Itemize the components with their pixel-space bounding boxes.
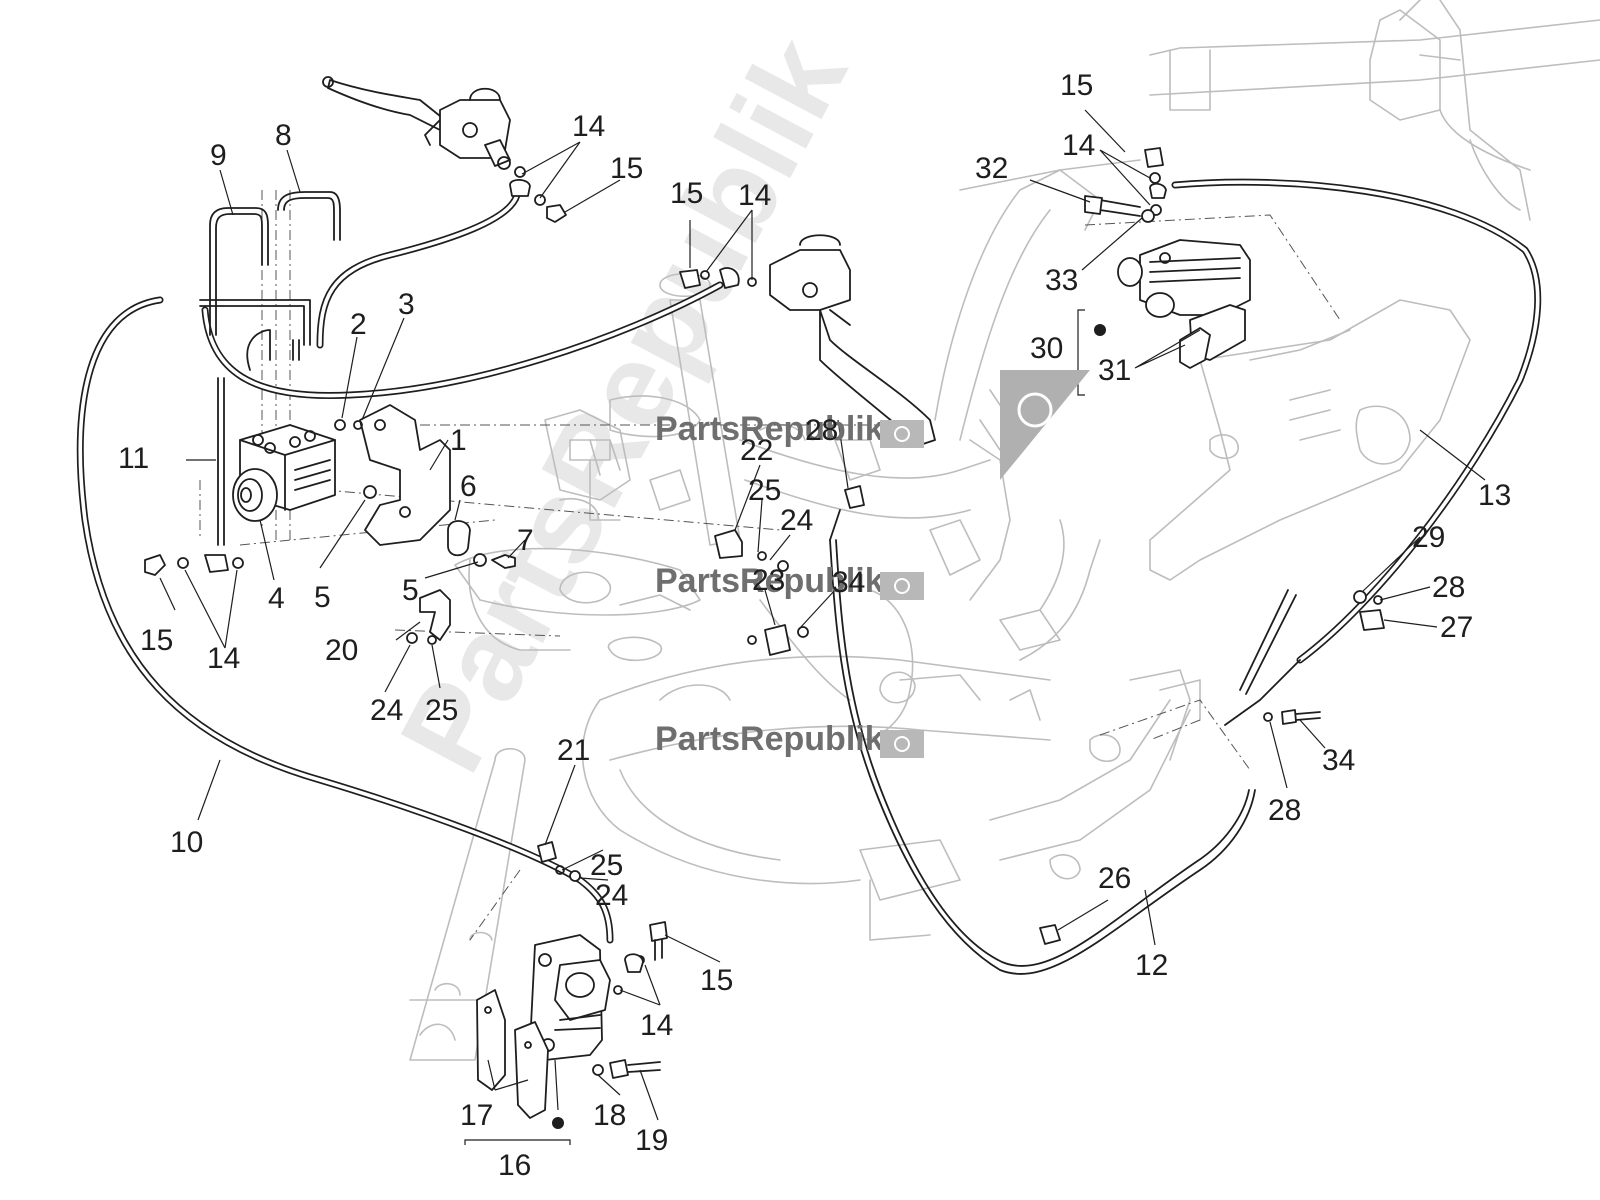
callout-7: 7 (517, 524, 534, 557)
callout-20: 20 (325, 634, 358, 667)
callout-leaders (159, 109, 1486, 1145)
callout-34: 34 (832, 566, 865, 599)
callout-22: 22 (740, 434, 773, 467)
callout-16: 16 (498, 1149, 531, 1182)
callout-15: 15 (1060, 69, 1093, 102)
assembly-reference-lines (199, 190, 1341, 1051)
callout-33: 33 (1045, 264, 1078, 297)
callout-24: 24 (370, 694, 403, 727)
callout-24: 24 (595, 879, 628, 912)
callout-21: 21 (557, 734, 590, 767)
callout-15: 15 (140, 624, 173, 657)
callout-25: 25 (425, 694, 458, 727)
callout-14: 14 (1062, 129, 1095, 162)
callout-28: 28 (805, 414, 838, 447)
kit-marker-30 (1094, 324, 1106, 336)
callout-6: 6 (460, 470, 477, 503)
small-fittings (144, 147, 1385, 1079)
callout-4: 4 (268, 582, 285, 615)
watermark-2: PartsRepublik (655, 562, 884, 600)
callout-19: 19 (635, 1124, 668, 1157)
callout-5: 5 (314, 581, 331, 614)
callout-28: 28 (1432, 571, 1465, 604)
callout-labels: 1 2 3 4 5 5 6 7 8 9 10 11 12 13 14 14 14… (118, 69, 1511, 1182)
callout-28: 28 (1268, 794, 1301, 827)
kit-marker-16 (552, 1117, 564, 1129)
callout-10: 10 (170, 826, 203, 859)
abs-mounting-bracket (359, 404, 451, 546)
callout-32: 32 (975, 152, 1008, 185)
callout-5: 5 (402, 574, 419, 607)
front-brake-caliper (476, 934, 611, 1119)
callout-15: 15 (610, 152, 643, 185)
callout-29: 29 (1412, 521, 1445, 554)
callout-17: 17 (460, 1099, 493, 1132)
rear-brake-master-cylinder (769, 234, 936, 446)
callout-14: 14 (207, 642, 240, 675)
watermarks: PartsRepublik PartsRepublik PartsRepubli… (655, 370, 1090, 758)
callout-3: 3 (398, 288, 415, 321)
callout-8: 8 (275, 119, 292, 152)
brake-hoses (76, 178, 1542, 975)
callout-12: 12 (1135, 949, 1168, 982)
callout-14: 14 (572, 110, 605, 143)
callout-1: 1 (450, 424, 467, 457)
callout-13: 13 (1478, 479, 1511, 512)
watermark-3: PartsRepublik (655, 720, 884, 758)
callout-14: 14 (738, 179, 771, 212)
front-brake-lever (322, 76, 511, 170)
callout-30: 30 (1030, 332, 1063, 365)
callout-26: 26 (1098, 862, 1131, 895)
callout-15: 15 (700, 964, 733, 997)
callout-31: 31 (1098, 354, 1131, 387)
callout-15: 15 (670, 177, 703, 210)
callout-25: 25 (748, 474, 781, 507)
rear-brake-caliper (1117, 239, 1251, 369)
scooter-frame (409, 0, 1600, 1061)
callout-11: 11 (118, 442, 149, 475)
callout-9: 9 (210, 139, 227, 172)
callout-23: 23 (752, 564, 785, 597)
callout-2: 2 (350, 308, 367, 341)
callout-25: 25 (590, 849, 623, 882)
callout-14: 14 (640, 1009, 673, 1042)
callout-24: 24 (780, 504, 813, 537)
callout-27: 27 (1440, 611, 1473, 644)
watermark-1: PartsRepublik (655, 410, 884, 448)
callout-18: 18 (593, 1099, 626, 1132)
abs-modulator-unit (232, 424, 336, 522)
gear-icon (880, 370, 1090, 758)
callout-34: 34 (1322, 744, 1355, 777)
